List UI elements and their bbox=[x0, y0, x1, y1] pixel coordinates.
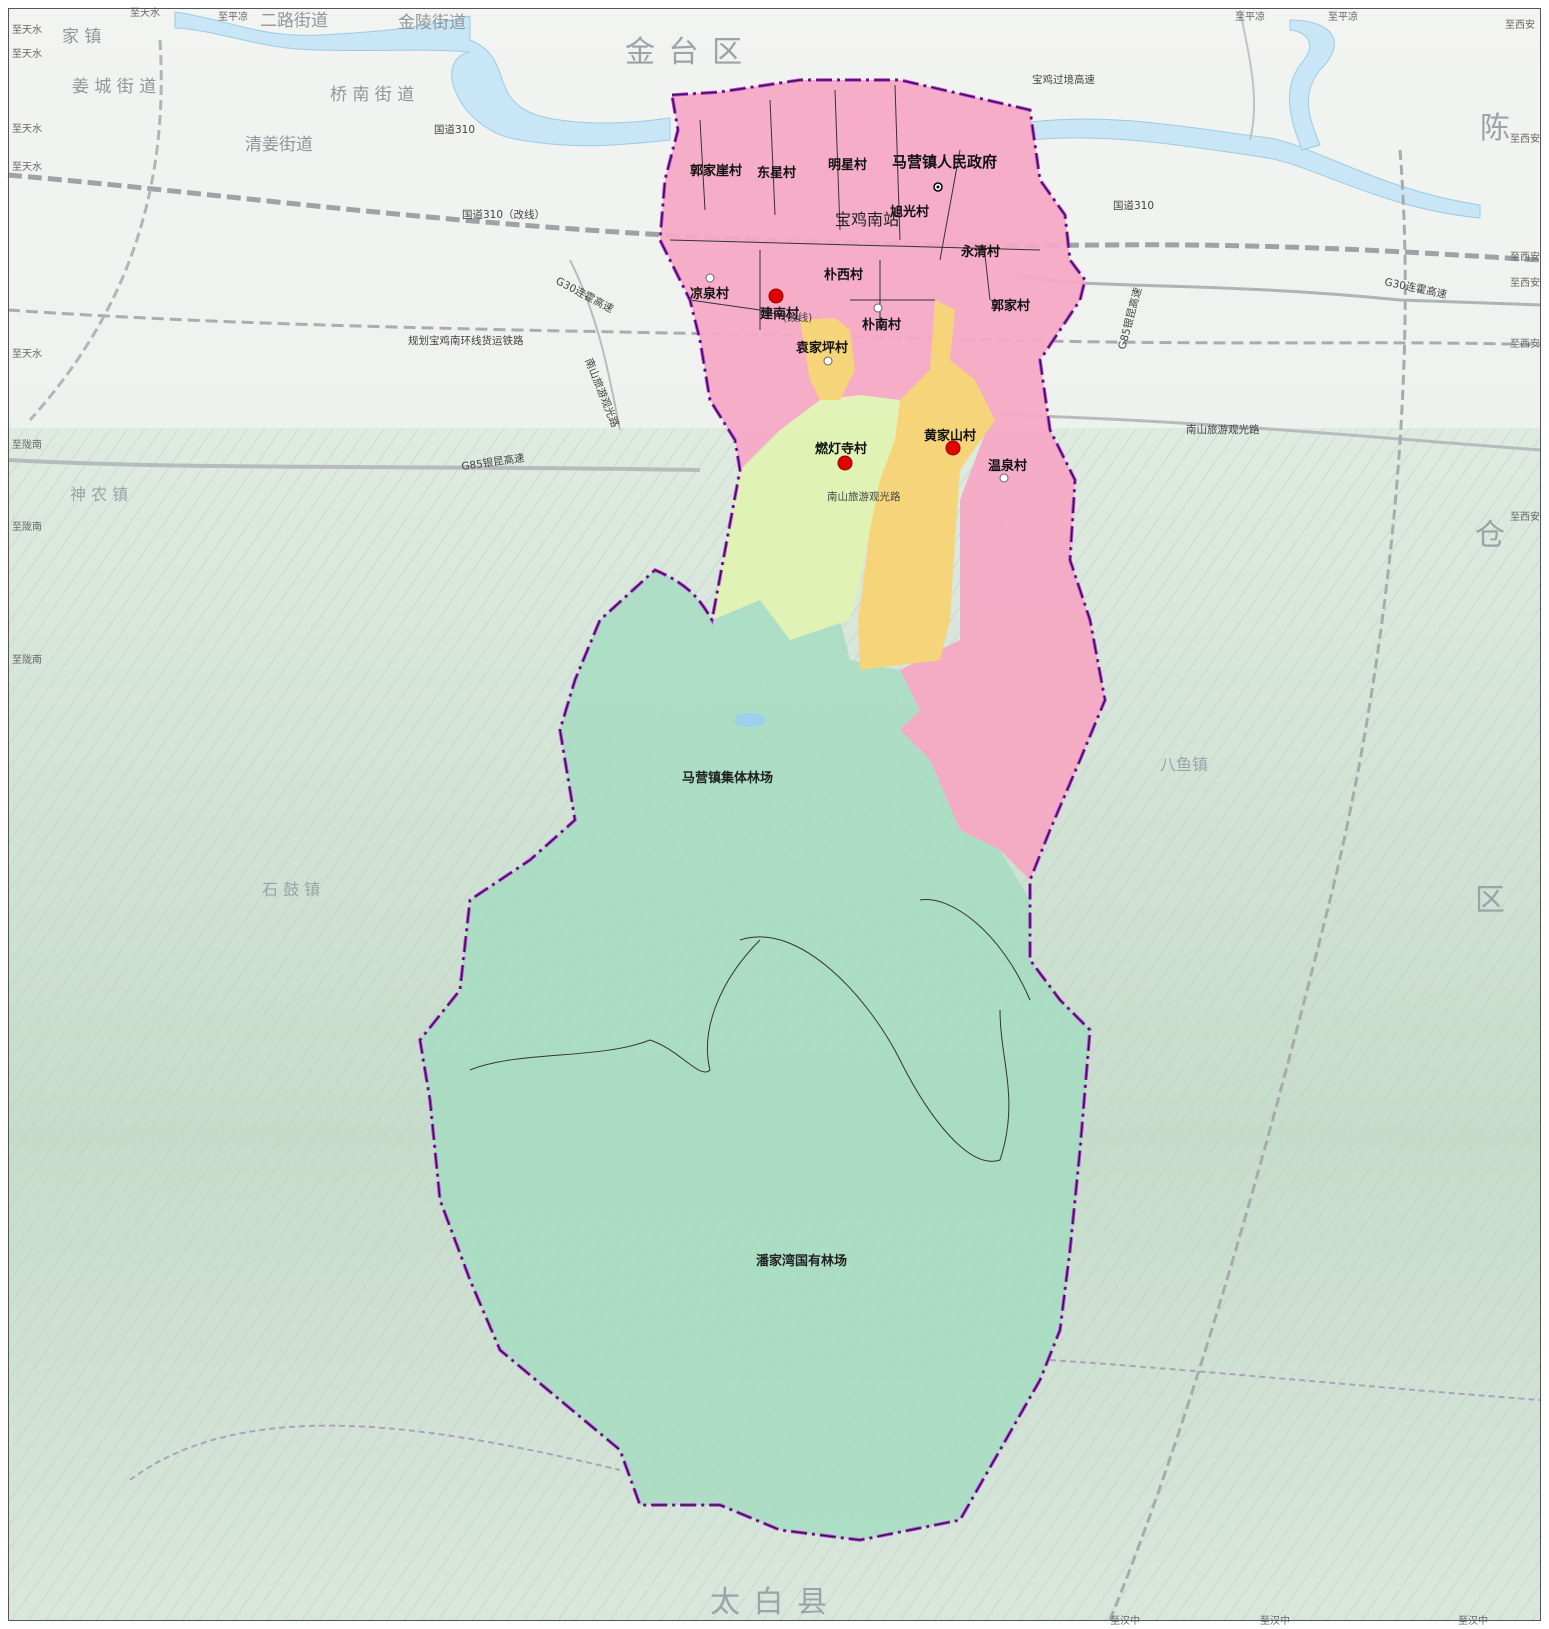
forest-region bbox=[420, 570, 1090, 1540]
township-boundary-core bbox=[419, 79, 1106, 1541]
village-dongxing: 东星村 bbox=[757, 165, 796, 181]
village-punan: 朴南村 bbox=[862, 317, 901, 333]
village-guojiaya: 郭家崖村 bbox=[690, 163, 742, 179]
river bbox=[174, 11, 671, 147]
district-chencang-3: 区 bbox=[1475, 883, 1507, 918]
edge-longnan-3: 至陇南 bbox=[12, 653, 42, 666]
village-yongqing: 永清村 bbox=[960, 244, 1000, 260]
village-wenquan: 温泉村 bbox=[988, 458, 1027, 474]
neighbor-shigu: 石 鼓 镇 bbox=[262, 880, 320, 899]
edge-hanzhong-3: 至汉中 bbox=[1458, 1614, 1488, 1627]
yellow-region-south bbox=[858, 300, 995, 670]
edge-longnan-1: 至陇南 bbox=[12, 438, 42, 451]
village-point-liangquan bbox=[705, 273, 715, 283]
village-puxi: 朴西村 bbox=[824, 267, 863, 283]
neighbor-shennong: 神 农 镇 bbox=[70, 485, 128, 504]
neighbor-qiaonan: 桥 南 街 道 bbox=[330, 85, 414, 105]
lightgreen-region bbox=[712, 395, 900, 640]
village-randengsi: 燃灯寺村 bbox=[815, 441, 867, 457]
river-east bbox=[1029, 118, 1481, 219]
village-boundaries bbox=[469, 84, 1041, 1162]
edge-tianshui-4: 至天水 bbox=[12, 123, 42, 135]
urban-region bbox=[660, 80, 1105, 880]
gov-label: 马营镇人民政府 bbox=[892, 153, 997, 171]
neighbor-jinling: 金陵街道 bbox=[398, 13, 466, 33]
edge-xian-3: 至西安 bbox=[1510, 250, 1540, 263]
edge-xian-4: 至西安 bbox=[1510, 276, 1540, 289]
district-jintai: 金 台 区 bbox=[625, 35, 744, 70]
edge-hanzhong-1: 至汉中 bbox=[1110, 1614, 1140, 1627]
neighbor-jiangcheng: 姜 城 街 道 bbox=[72, 77, 156, 97]
edge-xian-6: 至西安 bbox=[1510, 510, 1540, 523]
road-g310-gai-small: (改线) bbox=[783, 311, 812, 324]
edge-tianshui-6: 至天水 bbox=[12, 348, 42, 360]
village-mingxing: 明星村 bbox=[828, 157, 867, 173]
village-jianan: 建南村 bbox=[760, 306, 799, 322]
gov-marker-dot bbox=[936, 185, 940, 189]
edge-tianshui-1: 至天水 bbox=[130, 7, 160, 19]
forest-collective-label: 马营镇集体林场 bbox=[682, 770, 773, 786]
neighbor-qingjiang: 清姜街道 bbox=[245, 135, 313, 155]
edge-pingliang-1: 至平凉 bbox=[218, 10, 248, 23]
village-marker-jianan bbox=[768, 288, 784, 304]
road-g310: 国道310 bbox=[434, 123, 475, 136]
road-bypass: 宝鸡过境高速 bbox=[1032, 73, 1095, 86]
district-chencang-1: 陈 bbox=[1480, 111, 1512, 146]
neighbor-bayu: 八鱼镇 bbox=[1160, 755, 1208, 774]
edge-pingliang-3: 至平凉 bbox=[1328, 10, 1358, 23]
neighbor-jiajia: 家 镇 bbox=[62, 27, 101, 47]
edge-tianshui-5: 至天水 bbox=[12, 161, 42, 173]
road-g310-gai: 国道310（改线） bbox=[462, 208, 545, 221]
edge-longnan-2: 至陇南 bbox=[12, 520, 42, 533]
edge-pingliang-2: 至平凉 bbox=[1235, 10, 1265, 23]
village-marker-huangjiashan bbox=[945, 440, 961, 456]
village-point-wenquan bbox=[999, 473, 1009, 483]
village-yuanjiaping: 袁家坪村 bbox=[795, 340, 848, 356]
district-taibai: 太 白 县 bbox=[710, 1585, 829, 1620]
village-liangquan: 凉泉村 bbox=[690, 286, 729, 302]
station-label: 宝鸡南站 bbox=[835, 210, 899, 229]
lake bbox=[734, 713, 766, 727]
village-guojia: 郭家村 bbox=[991, 298, 1030, 314]
edge-xian-5: 至西安 bbox=[1510, 337, 1540, 350]
district-chencang-2: 仓 bbox=[1475, 518, 1507, 553]
road-rail: 规划宝鸡南环线货运铁路 bbox=[408, 334, 524, 347]
edge-tianshui-3: 至天水 bbox=[12, 48, 42, 60]
road-nanshan-right: 南山旅游观光路 bbox=[1186, 423, 1260, 436]
forest-state-label: 潘家湾国有林场 bbox=[756, 1253, 847, 1269]
village-marker-randengsi bbox=[837, 455, 853, 471]
edge-xian-2: 至西安 bbox=[1510, 132, 1540, 145]
village-xuguang: 旭光村 bbox=[889, 204, 929, 220]
village-huangjiashan: 黄家山村 bbox=[924, 428, 976, 444]
road-nanshan-mid: 南山旅游观光路 bbox=[827, 490, 901, 503]
neighbor-eryilu: 二路街道 bbox=[260, 11, 328, 31]
village-point-punan bbox=[873, 303, 883, 313]
road-g310-right: 国道310 bbox=[1113, 199, 1154, 212]
edge-hanzhong-2: 至汉中 bbox=[1260, 1614, 1290, 1627]
village-point-yuanjiaping bbox=[823, 356, 833, 366]
river-northeast bbox=[1288, 19, 1335, 151]
edge-xian-1: 至西安 bbox=[1505, 18, 1535, 31]
edge-tianshui-2: 至天水 bbox=[12, 24, 42, 36]
